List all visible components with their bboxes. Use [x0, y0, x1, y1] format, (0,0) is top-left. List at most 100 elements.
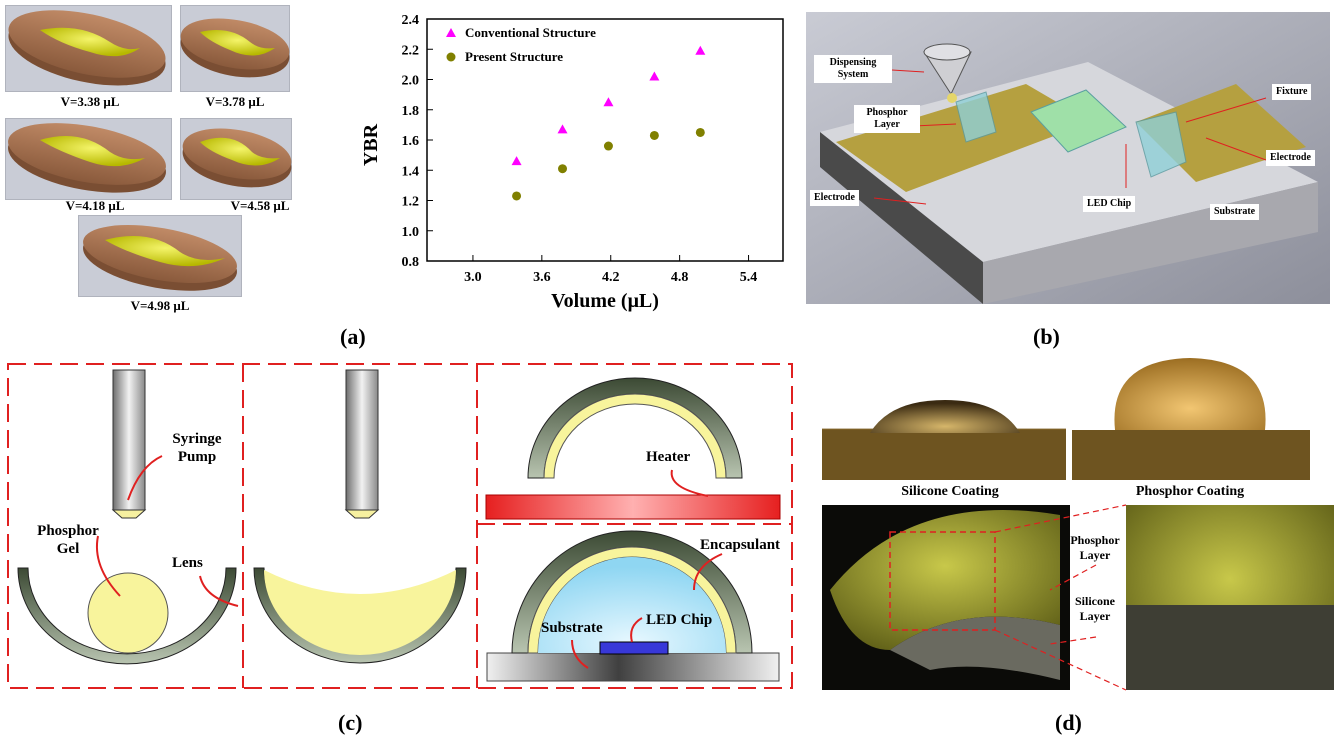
syringe-barrel-1	[112, 369, 146, 511]
phosphor-photo-base	[1072, 430, 1310, 480]
disk-model-1	[8, 10, 166, 86]
dispense-caption-1: V=3.38 μL	[60, 94, 120, 109]
disk-model-4	[182, 128, 292, 188]
step-frames	[7, 363, 793, 689]
label-phosphor-layer-d: Phosphor Layer	[1070, 533, 1120, 562]
x-tick-label: 3.6	[533, 270, 551, 285]
label-phosphor-coating: Phosphor Coating	[1135, 484, 1245, 499]
label-syringe-pump: Syringe Pump	[172, 431, 222, 465]
disk-model-3	[8, 123, 166, 193]
phosphor-drop	[947, 93, 957, 103]
label-substrate-c: Substrate	[541, 620, 603, 636]
x-tick-label: 4.8	[671, 270, 689, 285]
fabrication-process-diagram	[7, 363, 793, 689]
point-conventional	[511, 156, 522, 166]
dispense-models	[8, 10, 292, 291]
x-tick-label: 5.4	[740, 270, 758, 285]
point-present	[558, 164, 568, 174]
heater-arrow	[670, 469, 709, 497]
syringe-barrel-2	[345, 369, 379, 511]
dispense-caption-4: V=4.58 μL	[230, 198, 290, 213]
heated-lens	[527, 377, 743, 479]
y-axis-label: YBR	[360, 123, 382, 166]
x-tick-label: 4.2	[602, 270, 620, 285]
zoom-box	[889, 531, 996, 631]
y-tick-label: 2.0	[402, 74, 420, 89]
point-conventional	[649, 71, 660, 81]
led-structure-render	[806, 12, 1330, 304]
y-axis-ticks: 0.8 1.0 1.2 1.4 1.6 1.8 2.0 2.2 2.4	[402, 13, 433, 270]
base-substrate	[486, 652, 780, 682]
cross-section-phosphor	[830, 510, 1060, 650]
y-tick-label: 1.4	[402, 164, 420, 179]
dispense-caption-5: V=4.98 μL	[130, 298, 190, 313]
dispense-caption-2: V=3.78 μL	[205, 94, 265, 109]
point-conventional	[557, 124, 568, 134]
legend-marker-present	[446, 52, 456, 62]
legend-label-present: Present Structure	[465, 49, 563, 64]
heater-plate	[485, 494, 781, 520]
label-silicone-layer: Silicone Layer	[1074, 594, 1115, 623]
panel-label-c: (c)	[338, 710, 363, 735]
dispense-caption-3: V=4.18 μL	[65, 198, 125, 213]
electrode-left	[836, 84, 1091, 192]
ybr-scatter-chart: 0.8 1.0 1.2 1.4 1.6 1.8 2.0 2.2 2.4 3.0 3.6 4.2 4.8…	[360, 13, 784, 312]
disk-model-5	[83, 225, 237, 291]
label-silicone-coating: Silicone Coating	[901, 484, 999, 499]
label-heater: Heater	[646, 449, 691, 465]
label-phosphor-gel: Phosphor Gel	[37, 523, 99, 557]
encapsulant-dome	[538, 557, 726, 653]
disk-model-2	[180, 18, 290, 78]
label-dispensing-system: Dispensing System	[814, 55, 892, 83]
label-electrode-right: Electrode	[1266, 150, 1315, 166]
y-tick-label: 2.4	[402, 13, 420, 28]
y-tick-label: 1.0	[402, 225, 420, 240]
silicone-photo-base	[822, 430, 1066, 480]
x-axis-ticks: 3.0 3.6 4.2 4.8 5.4	[464, 255, 757, 285]
fixture-left	[955, 91, 997, 143]
label-substrate-b: Substrate	[1210, 204, 1260, 220]
zoom-guides	[994, 504, 1127, 691]
point-conventional	[695, 45, 706, 55]
point-conventional	[603, 97, 614, 107]
point-present	[512, 191, 522, 201]
cross-section-silicone	[890, 616, 1060, 680]
x-tick-label: 3.0	[464, 270, 482, 285]
phosphor-droplet	[1114, 358, 1266, 430]
y-tick-label: 0.8	[402, 255, 420, 270]
substrate-front	[820, 132, 983, 304]
annotation-arrows	[873, 69, 1267, 205]
panel-label-d: (d)	[1055, 710, 1082, 735]
led-chip	[1030, 89, 1127, 153]
y-tick-label: 2.2	[402, 43, 420, 58]
fixture-right	[1135, 111, 1187, 178]
label-lens: Lens	[172, 555, 203, 571]
point-present	[695, 127, 705, 137]
heated-phosphor	[543, 393, 727, 479]
point-present	[649, 130, 659, 140]
led-chip-c	[599, 641, 669, 655]
data-points	[511, 45, 706, 201]
label-phosphor-layer-b: Phosphor Layer	[854, 105, 920, 133]
lens-bowl-1	[17, 567, 237, 665]
label-led-chip-b: LED Chip	[1083, 196, 1136, 212]
y-tick-label: 1.6	[402, 134, 420, 149]
y-tick-label: 1.2	[402, 195, 420, 210]
coating-micrographs	[822, 350, 1334, 691]
label-fixture: Fixture	[1272, 84, 1312, 100]
phosphor-gel-ball	[87, 572, 169, 654]
x-axis-label: Volume (μL)	[551, 290, 659, 312]
panel-label-b: (b)	[1033, 324, 1060, 349]
step1-arrows	[96, 455, 239, 607]
label-led-chip-c: LED Chip	[646, 612, 713, 628]
legend-marker-conventional	[446, 28, 456, 37]
point-present	[603, 141, 613, 151]
syringe-tip-1	[111, 509, 147, 519]
panel-label-a: (a)	[340, 324, 366, 349]
label-electrode-left: Electrode	[810, 190, 859, 206]
syringe-tip-2	[344, 509, 380, 519]
silicone-droplet	[870, 400, 1020, 433]
y-tick-label: 1.8	[402, 104, 420, 119]
legend-label-conventional: Conventional Structure	[465, 25, 596, 40]
phosphor-layer-fill	[264, 570, 456, 655]
